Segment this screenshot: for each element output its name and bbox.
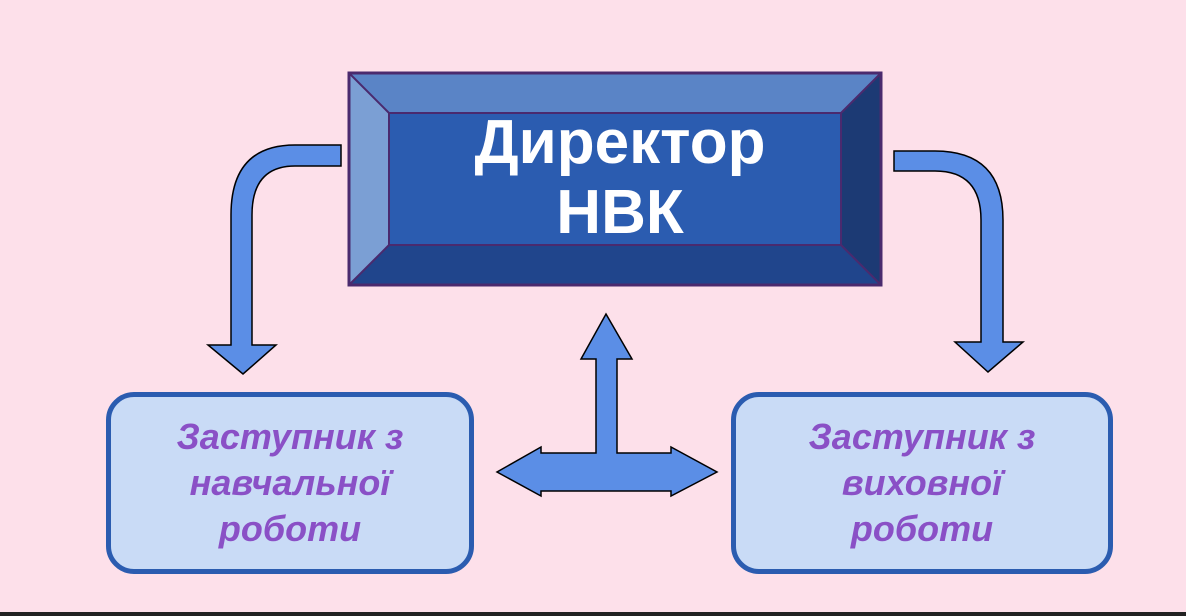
center-three-way-arrow <box>495 312 719 498</box>
deputy-upbringing-line2: виховної <box>841 462 1003 503</box>
deputy-academic-line3: роботи <box>218 508 362 549</box>
director-block <box>347 71 883 287</box>
director-title-line1: Директор <box>474 108 766 177</box>
bottom-border-line <box>0 612 1186 616</box>
deputy-upbringing-line1: Заступник з <box>808 416 1036 457</box>
deputy-upbringing-box: Заступник з виховної роботи <box>731 392 1113 574</box>
left-curved-arrow <box>205 144 342 375</box>
director-title-line2: НВК <box>556 178 684 247</box>
deputy-academic-line1: Заступник з <box>176 416 404 457</box>
right-curved-arrow <box>893 150 1026 374</box>
deputy-upbringing-line3: роботи <box>850 508 994 549</box>
director-title: Директор НВК <box>390 108 850 248</box>
deputy-academic-line2: навчальної <box>189 462 391 503</box>
deputy-academic-box: Заступник з навчальної роботи <box>106 392 474 574</box>
